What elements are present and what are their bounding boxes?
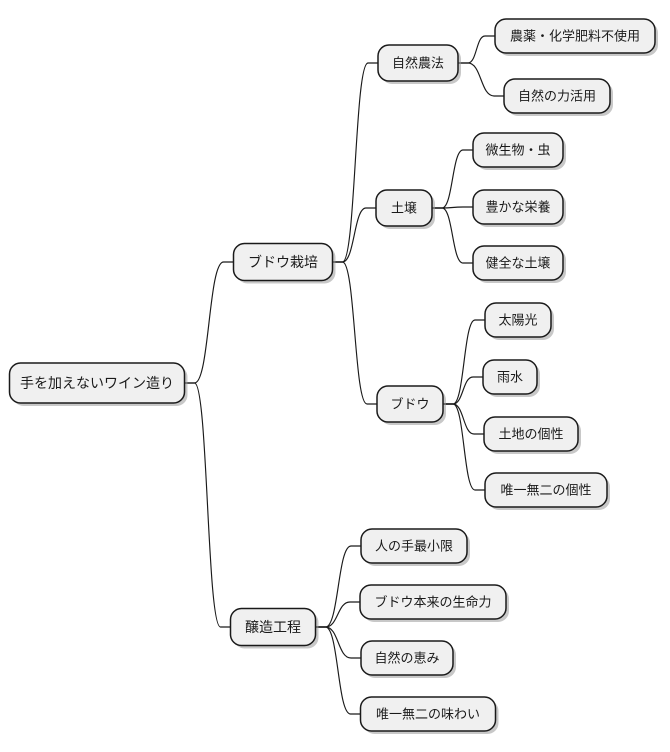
node-label: ブドウ栽培 xyxy=(248,254,318,271)
node-box[interactable] xyxy=(484,472,608,508)
node-label: 唯一無二の個性 xyxy=(500,484,591,499)
mindmap-node-healthy_soil[interactable]: 健全な土壌 xyxy=(472,245,566,283)
mindmap-node-natural_farming[interactable]: 自然農法 xyxy=(377,44,461,84)
edge-natural_farming-to-use_nature_power xyxy=(457,62,505,97)
mindmap-node-natures_bounty[interactable]: 自然の恵み xyxy=(360,640,456,678)
mindmap-node-cultivation[interactable]: ブドウ栽培 xyxy=(232,242,336,284)
mindmap-node-rainwater[interactable]: 雨水 xyxy=(482,359,540,397)
mindmap-node-grape[interactable]: ブドウ xyxy=(376,385,446,425)
node-box[interactable] xyxy=(472,245,564,281)
edge-soil-to-microbes_insects xyxy=(431,149,474,209)
node-box[interactable] xyxy=(360,528,468,564)
mindmap-node-unique_taste[interactable]: 唯一無二の味わい xyxy=(359,696,499,734)
node-box[interactable] xyxy=(472,132,564,168)
edge-brewing-to-unique_taste xyxy=(314,626,362,715)
node-label: 醸造工程 xyxy=(245,620,301,636)
node-box[interactable] xyxy=(377,44,459,82)
node-label: 健全な土壌 xyxy=(485,256,550,272)
mindmap-node-terroir[interactable]: 土地の個性 xyxy=(483,416,581,454)
node-label: 人の手最小限 xyxy=(375,540,453,555)
node-box[interactable] xyxy=(359,584,507,620)
node-label: ブドウ本来の生命力 xyxy=(374,595,491,611)
node-label: 豊かな栄養 xyxy=(485,200,550,216)
edge-cultivation-to-natural_farming xyxy=(331,62,379,263)
edge-cultivation-to-soil xyxy=(331,207,377,263)
edge-cultivation-to-grape xyxy=(331,261,378,405)
node-label: 手を加えないワイン造り xyxy=(20,376,174,392)
mindmap-node-rich_nutrition[interactable]: 豊かな栄養 xyxy=(472,189,566,227)
mindmap-node-unique_character[interactable]: 唯一無二の個性 xyxy=(484,472,610,510)
edges-layer xyxy=(183,35,505,715)
node-label: 唯一無二の味わい xyxy=(376,708,480,723)
node-box[interactable] xyxy=(232,242,334,282)
mindmap-node-root[interactable]: 手を加えないワイン造り xyxy=(8,362,188,406)
node-label: 太陽光 xyxy=(498,314,537,329)
mindmap-node-no_agrochemicals[interactable]: 農薬・化学肥料不使用 xyxy=(494,18,658,56)
edge-brewing-to-grape_vitality xyxy=(314,601,361,628)
node-label: 土壌 xyxy=(391,202,417,217)
node-box[interactable] xyxy=(229,607,317,647)
node-box[interactable] xyxy=(494,18,656,54)
node-box[interactable] xyxy=(8,362,186,404)
mindmap-node-microbes_insects[interactable]: 微生物・虫 xyxy=(472,132,566,170)
node-label: 自然の恵み xyxy=(374,651,439,667)
edge-natural_farming-to-no_agrochemicals xyxy=(457,35,496,64)
edge-grape-to-unique_character xyxy=(442,403,486,491)
edge-grape-to-terroir xyxy=(442,403,485,435)
mindmap-node-use_nature_power[interactable]: 自然の力活用 xyxy=(503,78,613,116)
node-box[interactable] xyxy=(472,189,564,225)
edge-brewing-to-minimal_human_hand xyxy=(314,545,362,628)
mindmap-node-grape_vitality[interactable]: ブドウ本来の生命力 xyxy=(359,584,509,622)
mindmap-node-sunlight[interactable]: 太陽光 xyxy=(484,302,554,340)
node-label: 土地の個性 xyxy=(498,428,563,443)
node-label: 自然の力活用 xyxy=(518,89,596,105)
node-label: 農薬・化学肥料不使用 xyxy=(510,29,640,45)
node-label: 微生物・虫 xyxy=(485,144,550,159)
node-box[interactable] xyxy=(483,416,579,452)
edge-grape-to-sunlight xyxy=(442,319,486,405)
node-label: 自然農法 xyxy=(392,56,444,72)
edge-root-to-brewing xyxy=(183,382,232,628)
edge-brewing-to-natures_bounty xyxy=(314,626,362,659)
edge-root-to-cultivation xyxy=(183,261,235,384)
node-box[interactable] xyxy=(360,640,454,676)
node-label: 雨水 xyxy=(497,371,523,386)
node-box[interactable] xyxy=(375,189,433,227)
node-box[interactable] xyxy=(484,302,552,338)
edge-soil-to-healthy_soil xyxy=(431,207,474,264)
mindmap-node-minimal_human_hand[interactable]: 人の手最小限 xyxy=(360,528,470,566)
node-box[interactable] xyxy=(376,385,444,423)
node-box[interactable] xyxy=(482,359,538,395)
edge-grape-to-rainwater xyxy=(442,376,484,405)
node-box[interactable] xyxy=(503,78,611,114)
node-label: ブドウ xyxy=(390,397,429,413)
mindmap-node-brewing[interactable]: 醸造工程 xyxy=(229,607,319,649)
mindmap-node-soil[interactable]: 土壌 xyxy=(375,189,435,229)
node-box[interactable] xyxy=(359,696,497,732)
